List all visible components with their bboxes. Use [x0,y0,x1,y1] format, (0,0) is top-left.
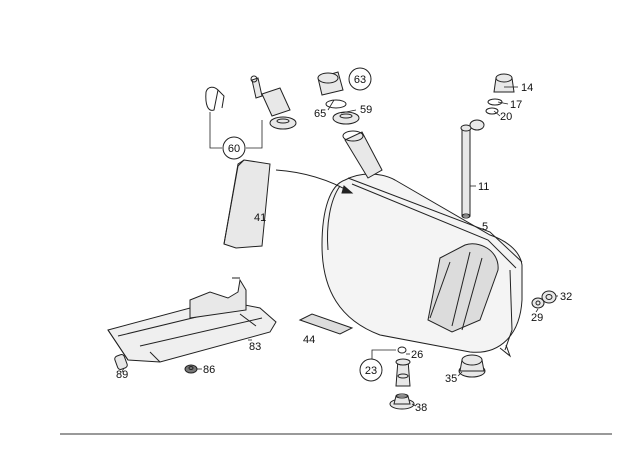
filler-neck [342,130,383,179]
nut-86 [184,364,198,374]
callout-20: 20 [500,111,512,123]
tank-shield [107,277,277,363]
fuel-sender [458,354,486,378]
callout-83: 83 [249,341,261,353]
callout-label: 60 [228,143,240,155]
callout-5: 5 [482,221,488,233]
callout-41: 41 [254,212,266,224]
callout-38: 38 [415,402,427,414]
callout-86: 86 [203,364,215,376]
drain-group [371,346,415,410]
callout-89: 89 [116,369,128,381]
fuel-tank [321,173,523,358]
callout-35: 35 [445,373,457,385]
grommet-stack [485,73,515,115]
direction-arrow [275,169,354,194]
callout-label: 63 [354,74,366,86]
vent-pipe [460,119,485,219]
callout-32: 32 [560,291,572,303]
callout-26: 26 [411,349,423,361]
callout-11: 11 [478,181,489,193]
callout-44: 44 [303,334,315,346]
callout-14: 14 [521,82,533,94]
callout-65: 65 [314,108,326,120]
leader-lines [121,86,558,407]
parts-group-60 [205,75,297,149]
callout-60: 60 [222,136,246,160]
callout-29: 29 [531,312,543,324]
trim-strip [223,159,271,249]
pad [298,313,354,335]
callout-59: 59 [360,104,372,116]
callout-63: 63 [348,67,372,91]
nut-washer [531,290,557,309]
callout-label: 23 [365,365,377,377]
filler-cap [317,71,360,125]
callout-23: 23 [359,358,383,382]
callout-17: 17 [510,99,522,111]
